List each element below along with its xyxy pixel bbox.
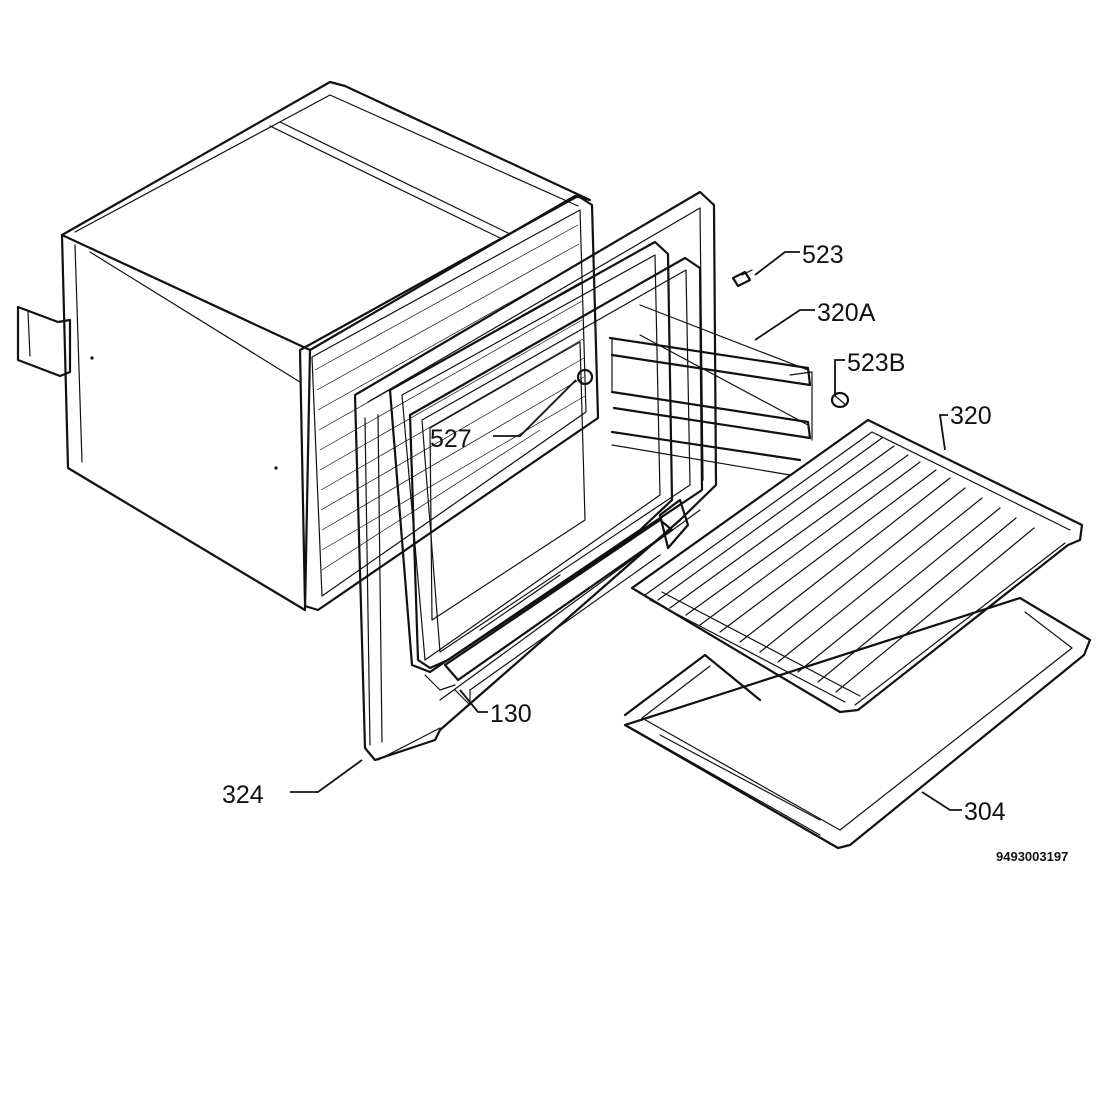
screw-523-icon xyxy=(731,269,753,288)
callout-320A: 320A xyxy=(817,299,876,327)
screw-523B-icon xyxy=(830,391,850,409)
screw-527-icon xyxy=(576,368,594,386)
leader-lines xyxy=(290,251,962,811)
wire-shelf-320 xyxy=(630,418,1084,714)
callout-523B: 523B xyxy=(847,349,905,377)
callout-523: 523 xyxy=(802,241,844,269)
callout-130: 130 xyxy=(490,700,532,728)
drawing-reference-number: 9493003197 xyxy=(996,849,1068,864)
front-frame-324 xyxy=(353,190,718,762)
door-seal-130 xyxy=(408,256,704,706)
callout-320: 320 xyxy=(950,402,992,430)
callout-324: 324 xyxy=(222,781,264,809)
callout-527: 527 xyxy=(430,425,472,453)
callout-304: 304 xyxy=(964,798,1006,826)
shelf-runners-320A xyxy=(608,304,813,476)
oven-cavity-box xyxy=(16,80,600,612)
baking-tray-304 xyxy=(623,596,1092,850)
